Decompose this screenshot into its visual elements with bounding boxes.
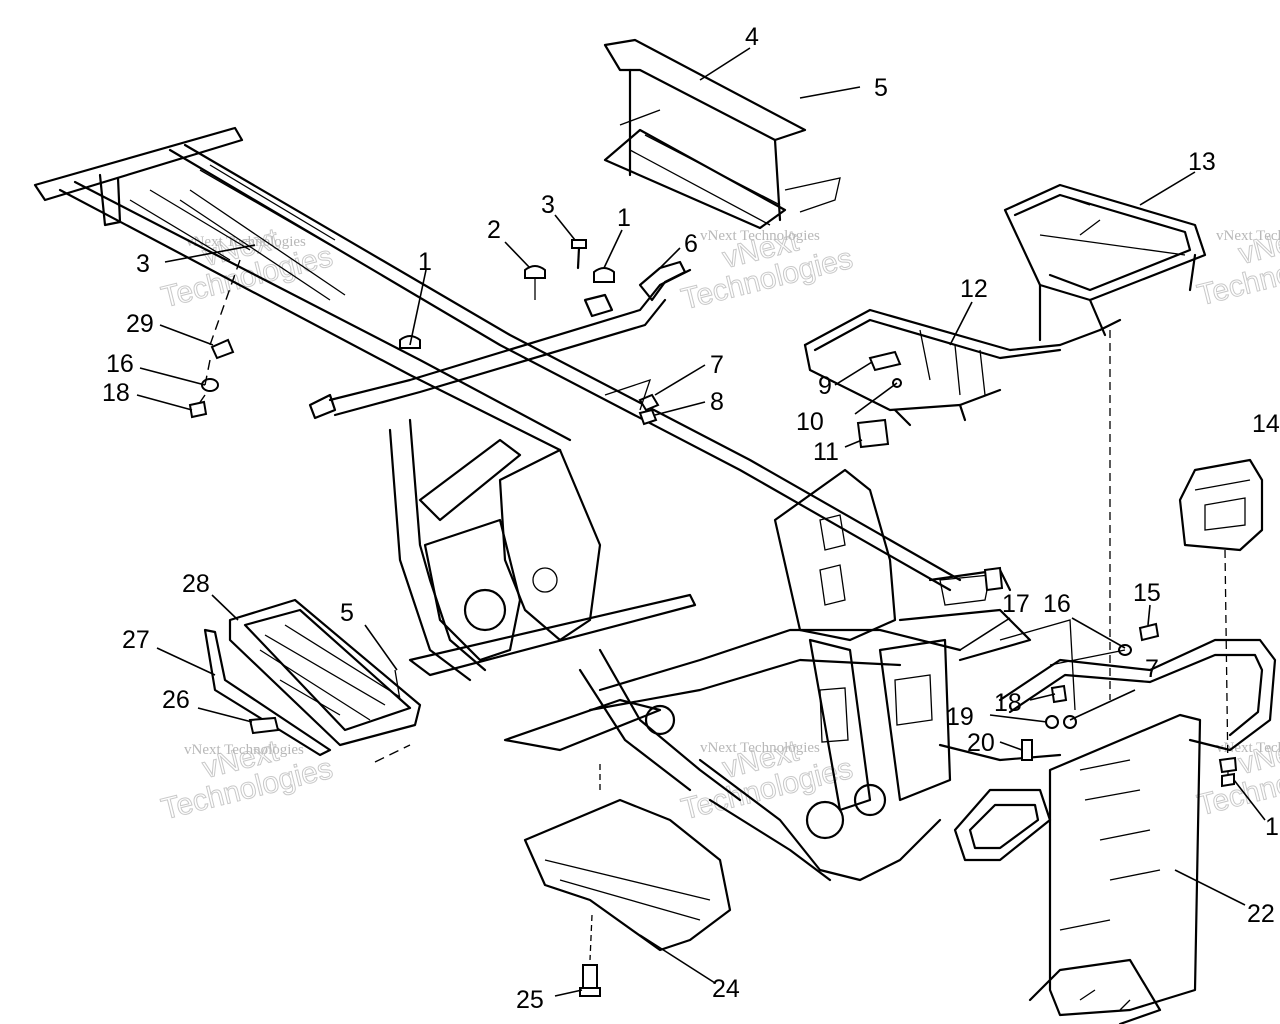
leader-18b <box>1029 693 1056 701</box>
leader-1c <box>1233 779 1266 821</box>
leader-7a <box>654 364 706 396</box>
callout-labels: 4 5 13 3 1 2 6 3 1 12 29 16 18 7 8 9 10 … <box>102 23 1280 1014</box>
callout-5: 5 <box>340 599 354 627</box>
main-frame <box>33 126 1062 882</box>
callout-12: 12 <box>960 275 988 303</box>
watermark-top-right: vNext Technologies <box>1194 220 1280 313</box>
callout-16: 16 <box>106 350 134 378</box>
leader-22 <box>1174 869 1246 906</box>
callout-27: 27 <box>122 626 150 654</box>
leader-7b <box>1069 689 1136 721</box>
leader-28 <box>211 594 239 621</box>
leader-27 <box>156 647 216 676</box>
leader-5b <box>364 624 398 671</box>
leader-18a <box>136 394 193 411</box>
leader-19 <box>989 714 1048 723</box>
callout-17: 17 <box>1002 590 1030 618</box>
callout-22: 22 <box>1247 900 1275 928</box>
leader-16b <box>1071 617 1126 649</box>
callout-29: 29 <box>126 310 154 338</box>
rear-rack <box>803 183 1207 700</box>
leader-20 <box>999 741 1023 751</box>
callout-28: 28 <box>182 570 210 598</box>
callout-1: 1 <box>1265 813 1279 841</box>
callout-13: 13 <box>1188 148 1216 176</box>
callout-9: 9 <box>818 372 832 400</box>
callout-20: 20 <box>967 729 995 757</box>
part-22-bumper <box>953 638 1277 1024</box>
callout-18: 18 <box>994 689 1022 717</box>
leader-6 <box>659 247 681 269</box>
leader-17 <box>959 617 1011 651</box>
leader-11 <box>844 439 863 448</box>
leader-2 <box>504 241 531 269</box>
callout-1: 1 <box>418 248 432 276</box>
callout-3: 3 <box>136 250 150 278</box>
callout-4: 4 <box>745 23 759 51</box>
callout-24: 24 <box>712 975 740 1003</box>
fasteners-top <box>188 239 687 426</box>
callout-14: 14 <box>1252 410 1280 438</box>
leader-29 <box>159 324 214 346</box>
callout-26: 26 <box>162 686 190 714</box>
leader-1b <box>603 229 623 269</box>
callout-1: 1 <box>617 204 631 232</box>
callout-19: 19 <box>946 703 974 731</box>
callout-25: 25 <box>516 986 544 1014</box>
callout-6: 6 <box>684 230 698 258</box>
leader-3a <box>164 244 256 263</box>
watermark-small-top-left: vNext Technologies <box>186 234 306 250</box>
watermark-small-bottom-left: vNext Technologies <box>184 742 304 758</box>
footrest-left <box>203 598 422 763</box>
leader-9 <box>834 361 873 386</box>
watermark-small-bottom-center: vNext Technologies <box>700 740 820 756</box>
part-14-tail-light <box>1178 458 1264 788</box>
callout-16: 16 <box>1043 590 1071 618</box>
callout-15: 15 <box>1133 579 1161 607</box>
leader-12 <box>949 301 973 346</box>
leader-lines <box>136 47 1266 997</box>
leader-26 <box>197 707 253 723</box>
callout-11: 11 <box>813 438 839 466</box>
leader-4 <box>699 47 751 81</box>
leader-24 <box>639 934 716 984</box>
leader-1a <box>409 269 427 346</box>
leader-15 <box>1147 604 1151 626</box>
callout-7: 7 <box>1145 655 1159 683</box>
callout-2: 2 <box>487 216 501 244</box>
fasteners-right <box>939 566 1160 761</box>
leader-5a <box>799 86 861 99</box>
callout-7: 7 <box>710 351 724 379</box>
leader-10 <box>854 382 898 415</box>
part-24-skid-plate <box>523 760 732 997</box>
watermark-bottom-right: vNext Technologies <box>1194 730 1280 823</box>
leader-25 <box>554 989 583 997</box>
callout-3: 3 <box>541 191 555 219</box>
part-4-bracket <box>603 38 841 230</box>
leader-13 <box>1139 171 1196 206</box>
callout-8: 8 <box>710 388 724 416</box>
leader-3b <box>554 214 576 241</box>
callout-10: 10 <box>796 408 824 436</box>
callout-18: 18 <box>102 379 130 407</box>
leader-16a <box>139 367 206 386</box>
watermark-small-bottom-right: vNext Technologies <box>1216 740 1280 756</box>
callout-5: 5 <box>874 74 888 102</box>
leader-8 <box>654 401 706 416</box>
watermark-small-top-center: vNext Technologies <box>700 228 820 244</box>
watermark-bottom-left: vNext Technologies <box>158 734 337 827</box>
watermark-small-top-right: vNext Technologies <box>1216 228 1280 244</box>
